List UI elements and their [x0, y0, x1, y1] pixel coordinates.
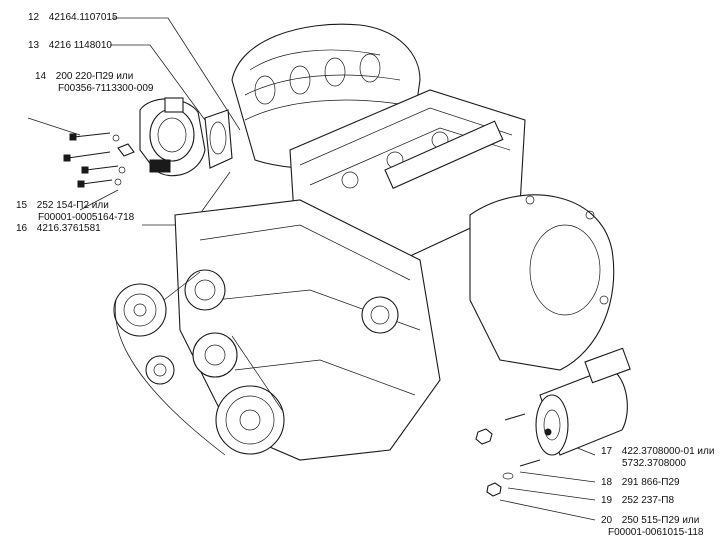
- fasteners: [475, 413, 541, 497]
- part-code: 200 220-П29 или: [55, 71, 134, 82]
- part-code: 4216 1148010: [48, 40, 112, 51]
- leader-13: [110, 44, 206, 121]
- callout-number: 17: [601, 446, 613, 457]
- callout-20: 20 250 515-П29 или: [601, 515, 699, 527]
- part-code: 291 866-П29: [621, 477, 680, 488]
- leader-14: [27, 117, 81, 136]
- bolts: [63, 132, 135, 188]
- leader-15: [79, 189, 119, 211]
- part-code: 422.3708000-01 или: [621, 446, 715, 457]
- callout-14-alt: F00356-7113300-009: [58, 83, 154, 94]
- callout-number: 19: [601, 495, 613, 506]
- part-code: 252 237-П8: [621, 495, 675, 506]
- callout-19: 19 252 237-П8: [601, 495, 674, 507]
- callout-14: 14 200 220-П29 или: [35, 71, 133, 83]
- part-code: 4216.3761581: [36, 223, 101, 234]
- part-code: 250 515-П29 или: [621, 515, 700, 526]
- part-code: 252 154-П2 или: [36, 200, 109, 211]
- callout-number: 20: [601, 515, 613, 526]
- callout-number: 16: [16, 223, 28, 234]
- callout-18: 18 291 866-П29: [601, 477, 680, 489]
- leader-12: [112, 17, 241, 131]
- leader-20: [499, 499, 596, 521]
- callout-number: 15: [16, 200, 28, 211]
- callout-13: 13 4216 1148010: [28, 40, 112, 52]
- part-code: 42164.1107015: [48, 12, 118, 23]
- pulleys: [113, 269, 285, 456]
- callout-15: 15 252 154-П2 или: [16, 200, 109, 212]
- callout-number: 13: [28, 40, 40, 51]
- throttle-body: [139, 97, 206, 177]
- callout-16: 16 4216.3761581: [16, 223, 101, 235]
- callout-number: 18: [601, 477, 613, 488]
- callout-number: 14: [35, 71, 47, 82]
- callout-12: 12 42164.1107015: [28, 12, 118, 24]
- bell-housing: [469, 194, 615, 371]
- callout-17: 17 422.3708000-01 или: [601, 446, 714, 458]
- leader-19: [507, 487, 596, 501]
- gasket: [204, 109, 233, 169]
- callout-number: 12: [28, 12, 40, 23]
- callout-17-alt: 5732.3708000: [622, 458, 686, 469]
- starter-motor: [535, 347, 631, 456]
- leader-18: [519, 471, 596, 483]
- callout-20-alt: F00001-0061015-118: [608, 527, 704, 538]
- callout-15-alt: F00001-0005164-718: [38, 212, 135, 223]
